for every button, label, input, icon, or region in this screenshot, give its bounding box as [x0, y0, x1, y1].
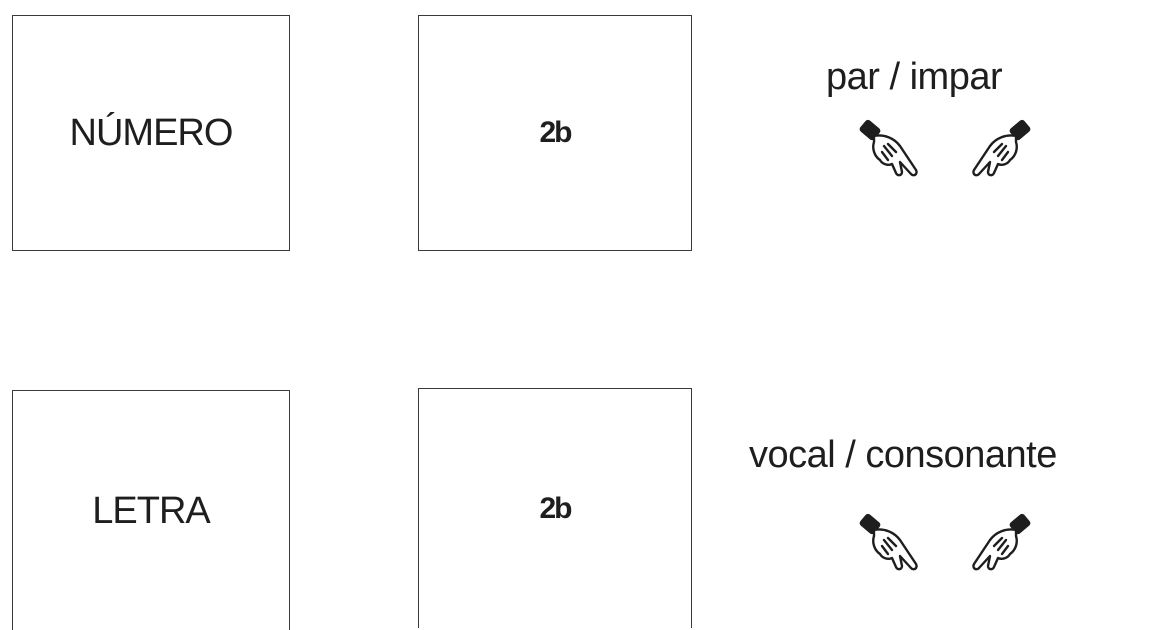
value-card-numero: 2b	[418, 15, 692, 251]
category-label: NÚMERO	[69, 112, 234, 154]
choice-label-vocal-consonante: vocal / consonante	[749, 434, 1057, 476]
category-label: LETRA	[92, 489, 210, 532]
category-card-letra: LETRA	[12, 390, 290, 630]
value-label: 2b	[539, 491, 572, 525]
pointing-hand-right-icon[interactable]	[966, 118, 1032, 184]
value-card-letra: 2b	[418, 388, 692, 628]
pointing-hand-right-icon[interactable]	[966, 512, 1032, 578]
value-label: 2b	[539, 116, 572, 149]
category-card-numero: NÚMERO	[12, 15, 290, 251]
pointing-hand-left-icon[interactable]	[858, 118, 924, 184]
choice-label-par-impar: par / impar	[826, 56, 1003, 98]
pointing-hand-left-icon[interactable]	[858, 512, 924, 578]
